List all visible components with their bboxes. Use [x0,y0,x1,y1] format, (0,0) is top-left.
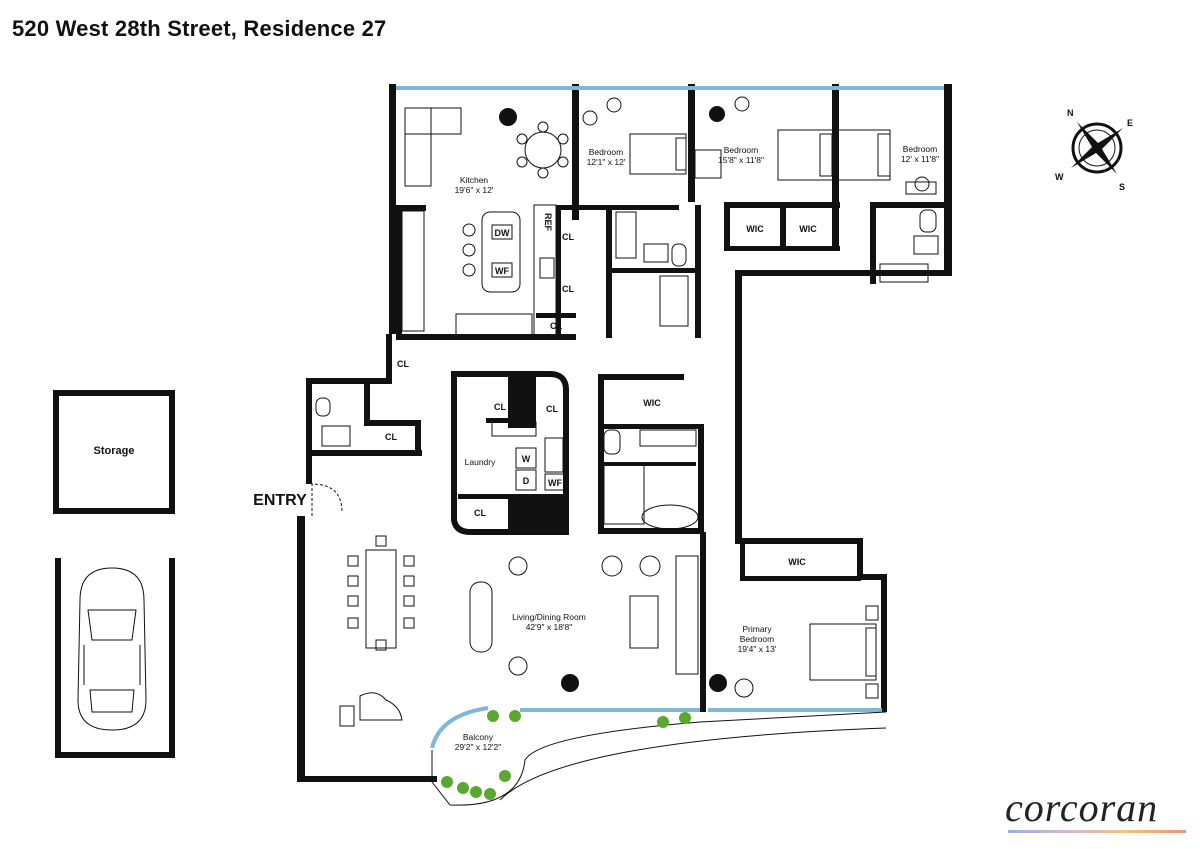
closet-label: CL [562,232,574,242]
car-icon [77,567,147,731]
bedroom-1-dims: 12'1" x 12' [587,157,626,167]
closet-label: CL [546,404,558,414]
closet-label: CL [474,508,486,518]
bedroom-1: Bedroom 12'1" x 12' [572,97,701,338]
entry-area: CL CL ENTRY [253,359,422,516]
kitchen-name: Kitchen [460,175,489,185]
bedroom-3-name: Bedroom [903,144,938,154]
primary-bedroom: WIC Primary Bedroom 19'4" x 13' [700,532,879,712]
compass-south: S [1119,182,1125,192]
bedroom-3: Bedroom 12' x 11'8" [832,114,946,284]
primary-name-line1: Primary [742,624,772,634]
bedroom-2-dims: 15'8" x 11'8" [718,155,764,165]
parking-space [55,558,175,758]
closet-label: CL [562,284,574,294]
primary-suite-bath: WIC [598,374,704,534]
compass-east: E [1127,118,1133,128]
primary-dims: 19'4" x 13' [738,644,777,654]
logo-gradient-bar [1008,830,1186,833]
closet-label: CL [494,402,506,412]
wf-label: WF [495,266,509,276]
kitchen: DW WF REF CL CL CL Kitchen 19'6" x 12' [396,107,578,340]
living-dims: 42'9" x 18'8" [526,622,573,632]
wic-label: WIC [799,224,817,234]
storage-label: Storage [94,445,135,457]
compass-west: W [1055,172,1064,182]
laundry: CL CL W D WF CL Laundry [451,371,569,535]
balcony: Balcony 29'2" x 12'2" [431,710,887,806]
page-title: 520 West 28th Street, Residence 27 [12,16,387,41]
wic-label: WIC [788,557,806,567]
entry-label: ENTRY [253,492,307,509]
bedroom-2: Bedroom 15'8" x 11'8" WIC WIC [688,96,840,251]
kitchen-dims: 19'6" x 12' [455,185,494,195]
washer-label: W [522,454,531,464]
bedroom-2-name: Bedroom [724,145,759,155]
bedroom-1-name: Bedroom [589,147,624,157]
closet-label: CL [397,359,409,369]
dw-label: DW [495,228,510,238]
balcony-name: Balcony [463,732,494,742]
wf-label: WF [548,478,562,488]
laundry-name: Laundry [465,457,496,467]
dryer-label: D [523,476,530,486]
bedroom-3-dims: 12' x 11'8" [901,154,939,164]
compass-icon: N E S W [1055,108,1133,192]
corcoran-logo: corcoran [1005,785,1159,830]
living-name: Living/Dining Room [512,612,586,622]
balcony-dims: 29'2" x 12'2" [455,742,502,752]
plant-icon [441,710,691,800]
wic-label: WIC [746,224,764,234]
exterior-walls [297,84,952,782]
closet-label: CL [550,321,562,331]
storage-unit: Storage [53,390,175,514]
primary-name-line2: Bedroom [740,634,775,644]
window-glazing [396,86,944,749]
living-dining: Living/Dining Room 42'9" x 18'8" [339,535,699,727]
wic-label: WIC [643,398,661,408]
ref-label: REF [543,213,553,232]
compass-north: N [1067,108,1074,118]
closet-label: CL [385,432,397,442]
